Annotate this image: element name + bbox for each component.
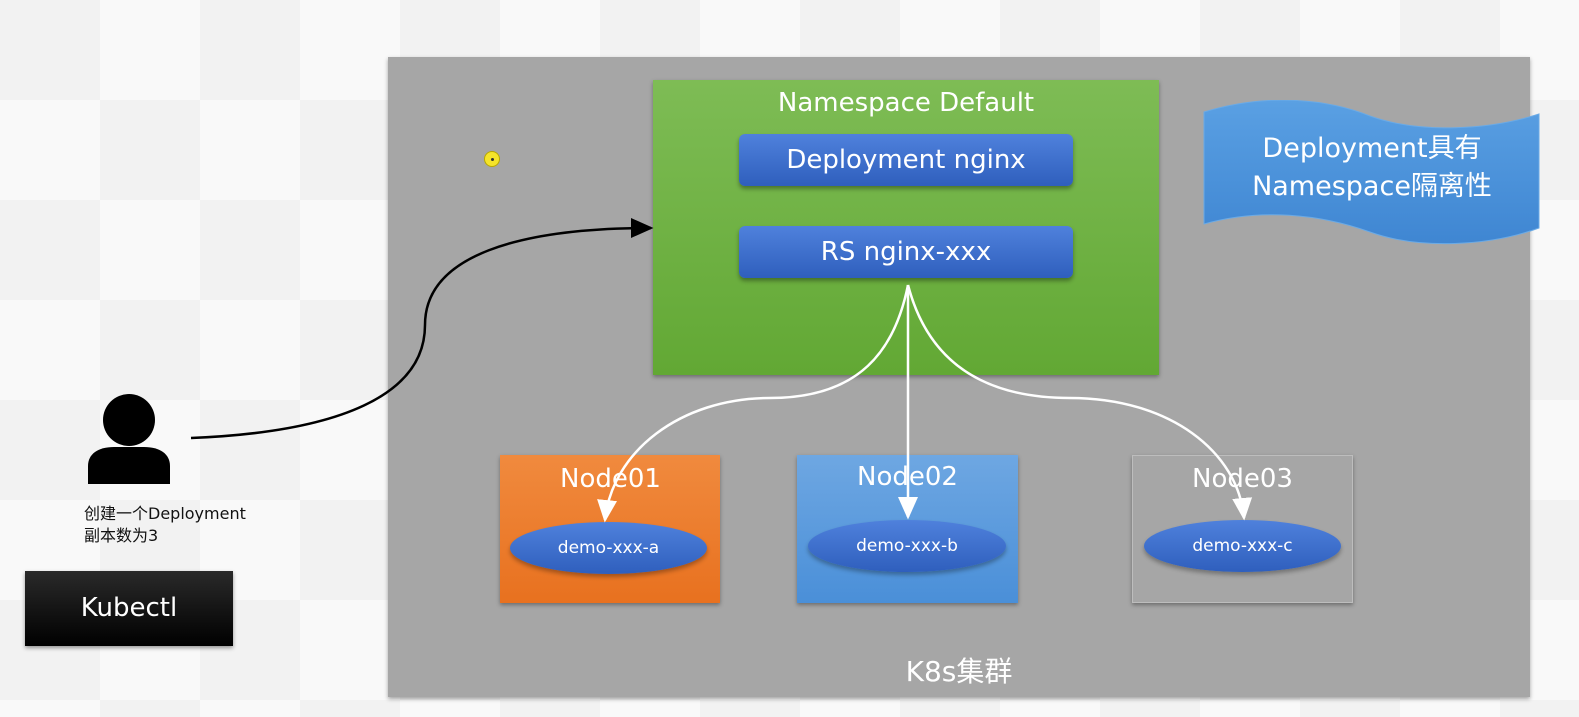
cursor-icon bbox=[484, 151, 500, 167]
deployment-box: Deployment nginx bbox=[739, 134, 1073, 186]
pod-demo-a: demo-xxx-a bbox=[510, 522, 707, 574]
callout-text: Deployment具有 Namespace隔离性 bbox=[1212, 130, 1532, 206]
callout-wave-shape bbox=[1203, 100, 1540, 245]
user-caption-line-1: 创建一个Deployment bbox=[84, 504, 246, 523]
rs-to-node03-arrow bbox=[906, 284, 1253, 521]
rs-to-node01-arrow bbox=[597, 284, 910, 523]
user-caption: 创建一个Deployment 副本数为3 bbox=[84, 503, 246, 547]
node01-label: Node01 bbox=[560, 464, 661, 494]
pod-demo-c: demo-xxx-c bbox=[1144, 520, 1341, 572]
cluster-label: K8s集群 bbox=[905, 655, 1013, 688]
node03-label: Node03 bbox=[1192, 464, 1293, 494]
replicaset-box: RS nginx-xxx bbox=[739, 226, 1073, 278]
callout-line-1: Deployment具有 bbox=[1262, 133, 1482, 164]
kubectl-box: Kubectl bbox=[25, 571, 233, 646]
user-icon bbox=[88, 394, 170, 484]
namespace-title: Namespace Default bbox=[777, 88, 1035, 118]
callout-line-2: Namespace隔离性 bbox=[1252, 171, 1492, 202]
user-caption-line-2: 副本数为3 bbox=[84, 526, 159, 545]
user-to-namespace-arrow bbox=[190, 218, 654, 440]
pod-demo-b: demo-xxx-b bbox=[808, 520, 1006, 572]
